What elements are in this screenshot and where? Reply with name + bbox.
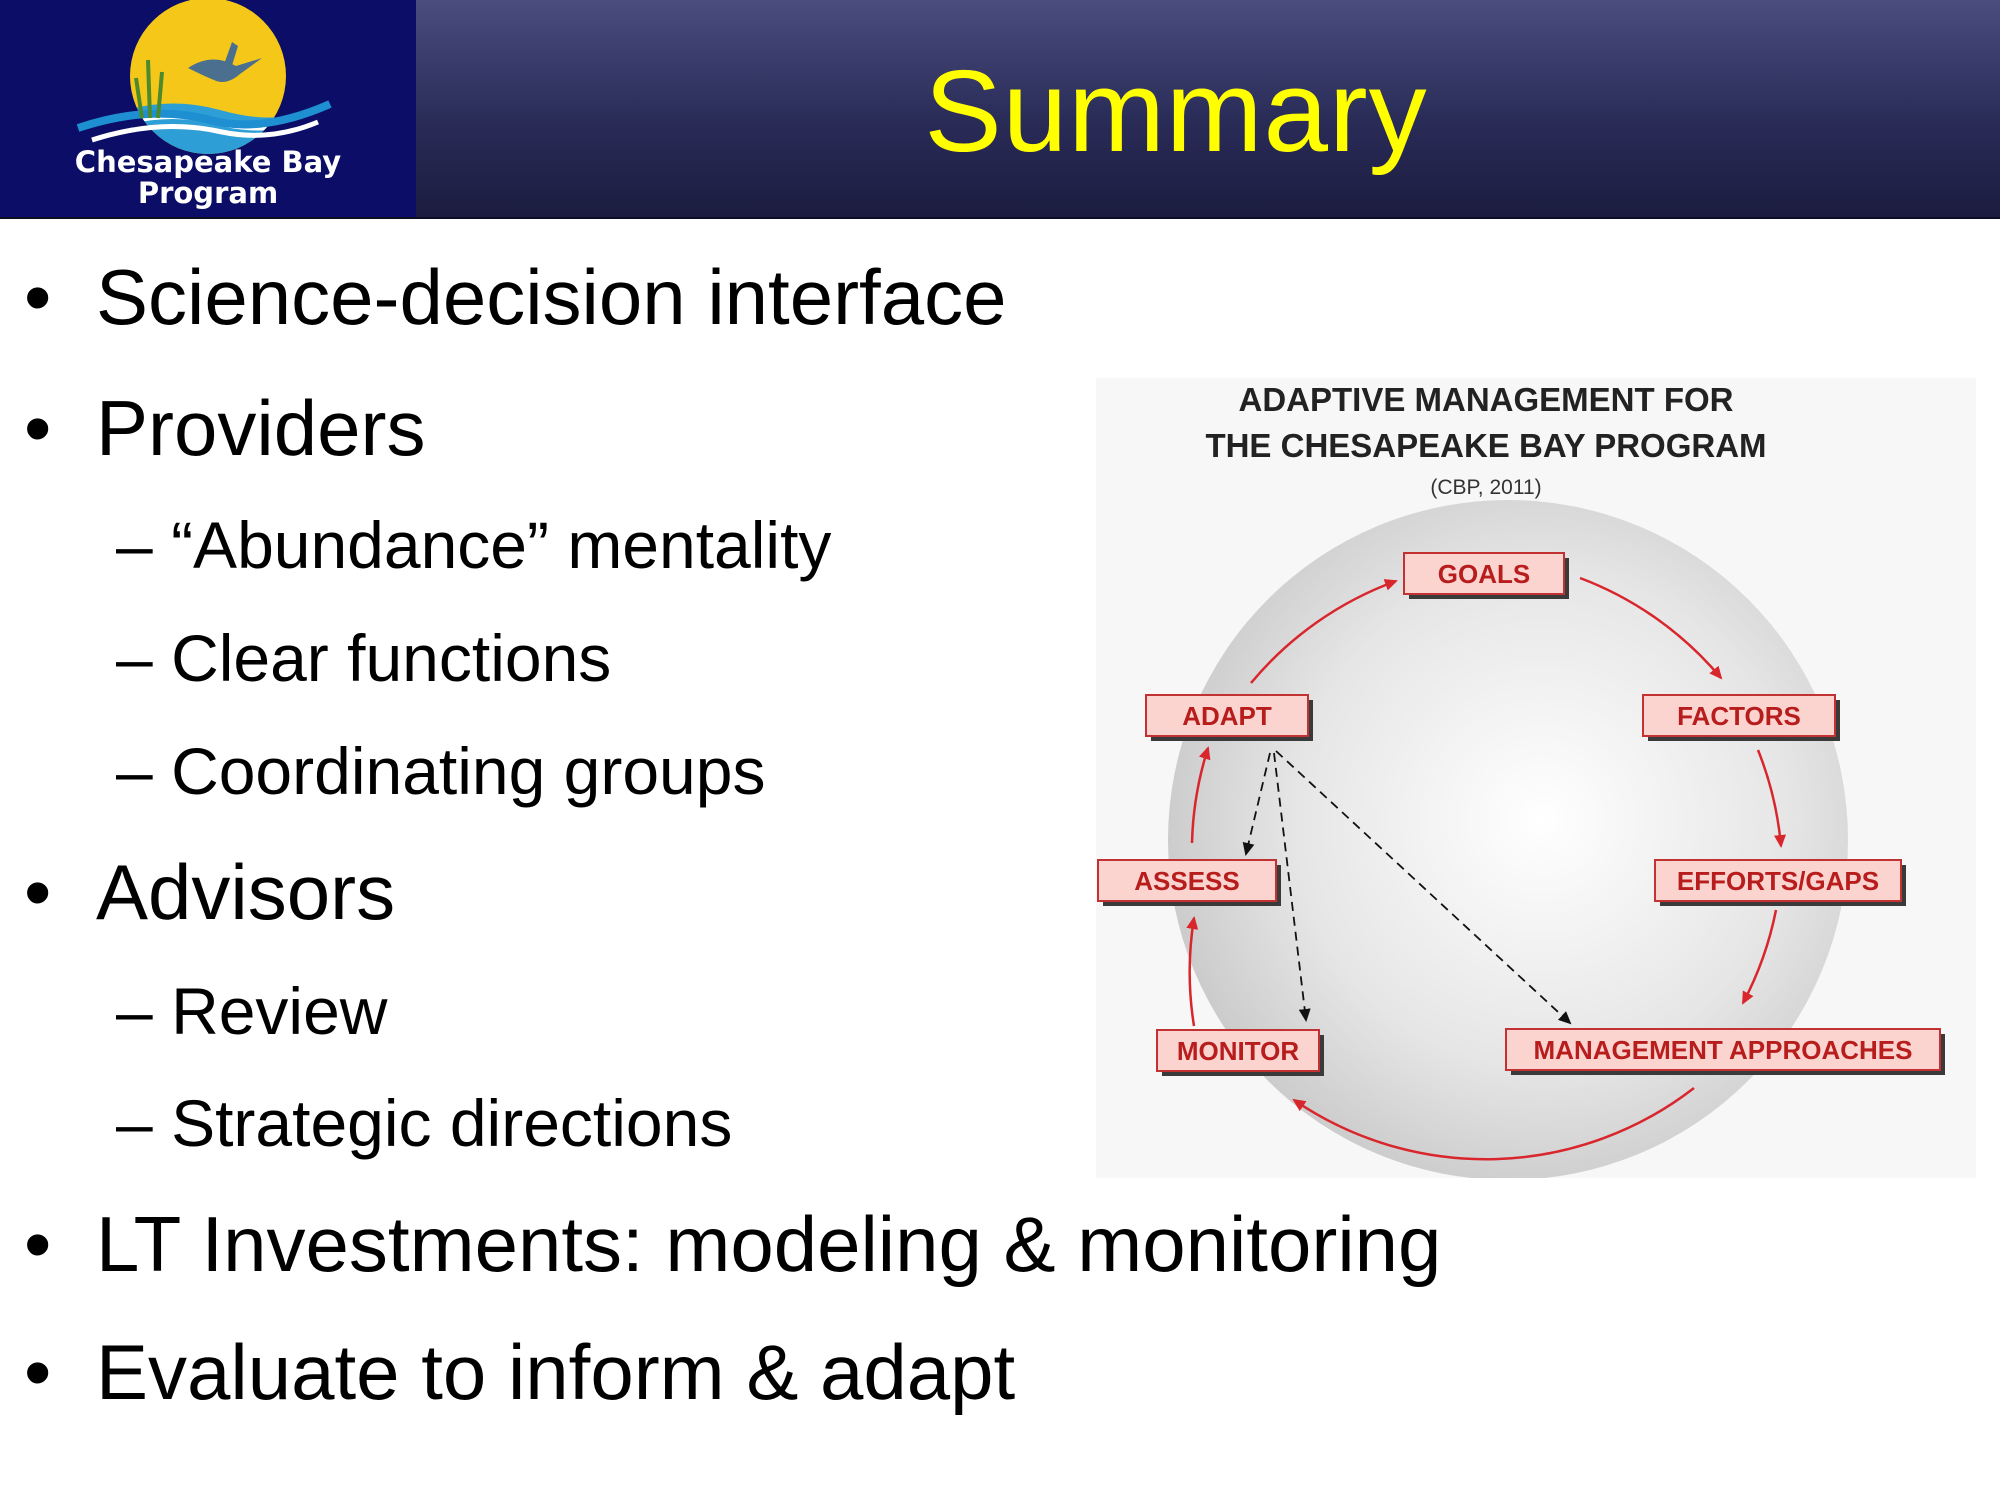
sub-bullet-item: – Clear functions	[116, 618, 611, 698]
step-factors: FACTORS	[1642, 694, 1840, 741]
logo-heron	[188, 42, 262, 82]
logo-text-line2: Program	[137, 176, 279, 210]
sub-bullet-item: – Strategic directions	[116, 1083, 732, 1163]
step-goals: GOALS	[1403, 552, 1569, 599]
adaptive-management-diagram: ADAPTIVE MANAGEMENT FOR THE CHESAPEAKE B…	[1096, 378, 1976, 1180]
cycle-steps: GOALS FACTORS EFFORTS/GAPS MANAGEMENT AP…	[1097, 552, 1945, 1076]
bullet-glyph: •	[24, 1328, 52, 1416]
adaptive-management-cycle: ADAPTIVE MANAGEMENT FOR THE CHESAPEAKE B…	[1096, 378, 1976, 1180]
arrow-monitor-to-assess	[1186, 916, 1199, 1027]
diagram-title-line2: THE CHESAPEAKE BAY PROGRAM	[1205, 427, 1766, 464]
sub-bullet-item: – Coordinating groups	[116, 731, 765, 811]
bullet-glyph: •	[24, 384, 52, 472]
sub-bullet-item: – “Abundance” mentality	[116, 505, 831, 585]
logo-grass	[134, 59, 164, 119]
step-goals-label: GOALS	[1438, 559, 1530, 589]
bullet-text: Science-decision interface	[96, 253, 1007, 341]
sub-bullet-item: – Review	[116, 971, 387, 1051]
step-monitor: MONITOR	[1156, 1029, 1324, 1076]
arrow-adapt-to-management	[1275, 750, 1572, 1025]
bullet-text: LT Investments: modeling & monitoring	[96, 1200, 1442, 1288]
bullet-text: Evaluate to inform & adapt	[96, 1328, 1016, 1416]
step-efforts-label: EFFORTS/GAPS	[1677, 866, 1879, 896]
sub-bullet-text: Strategic directions	[171, 1086, 733, 1160]
arrow-management-to-monitor	[1292, 1087, 1695, 1161]
sub-bullet-text: Coordinating groups	[171, 734, 766, 808]
dash-glyph: –	[116, 621, 153, 695]
step-adapt: ADAPT	[1145, 694, 1313, 741]
cycle-circle	[1168, 500, 1848, 1180]
arrow-assess-to-adapt	[1190, 746, 1211, 844]
arrow-adapt-to-goals	[1250, 579, 1398, 684]
chesapeake-bay-program-logo: Chesapeake Bay Program	[0, 0, 416, 217]
sun-heron-water-logo-icon	[76, 0, 332, 154]
step-factors-label: FACTORS	[1677, 701, 1801, 731]
feedback-arrows	[1242, 750, 1572, 1025]
logo-wave-white	[91, 119, 319, 143]
bullet-glyph: •	[24, 848, 52, 936]
arrow-efforts-to-management	[1741, 909, 1778, 1005]
step-adapt-label: ADAPT	[1182, 701, 1272, 731]
bullet-item: • LT Investments: modeling & monitoring	[24, 1199, 1441, 1289]
diagram-citation: (CBP, 2011)	[1430, 476, 1541, 499]
bullet-glyph: •	[24, 1200, 52, 1288]
logo-wave-blue	[76, 100, 332, 132]
sub-bullet-text: “Abundance” mentality	[171, 508, 832, 582]
dash-glyph: –	[116, 508, 153, 582]
slide-title: Summary	[924, 46, 1428, 176]
dash-glyph: –	[116, 1086, 153, 1160]
step-assess-label: ASSESS	[1134, 866, 1240, 896]
sub-bullet-text: Review	[171, 974, 388, 1048]
step-management-label: MANAGEMENT APPROACHES	[1534, 1035, 1913, 1065]
sub-bullet-text: Clear functions	[171, 621, 612, 695]
bullet-item: • Advisors	[24, 847, 395, 937]
step-assess: ASSESS	[1097, 859, 1281, 906]
bullet-item: • Providers	[24, 383, 425, 473]
dash-glyph: –	[116, 974, 153, 1048]
step-management-approaches: MANAGEMENT APPROACHES	[1505, 1028, 1945, 1075]
arrow-factors-to-efforts	[1756, 749, 1786, 848]
bullet-item: • Science-decision interface	[24, 252, 1006, 342]
logo-text-line1: Chesapeake Bay	[74, 145, 342, 179]
diagram-title-line1: ADAPTIVE MANAGEMENT FOR	[1239, 381, 1734, 418]
bullet-text: Advisors	[96, 848, 396, 936]
step-efforts-gaps: EFFORTS/GAPS	[1654, 859, 1906, 906]
bullet-text: Providers	[96, 384, 426, 472]
arrow-adapt-to-assess	[1242, 752, 1271, 856]
bullet-glyph: •	[24, 253, 52, 341]
dash-glyph: –	[116, 734, 153, 808]
cycle-arrows	[1186, 576, 1786, 1161]
slide-header: Chesapeake Bay Program Summary	[0, 0, 2000, 219]
step-monitor-label: MONITOR	[1177, 1036, 1300, 1066]
arrow-goals-to-factors	[1579, 576, 1723, 680]
bullet-item: • Evaluate to inform & adapt	[24, 1327, 1015, 1417]
